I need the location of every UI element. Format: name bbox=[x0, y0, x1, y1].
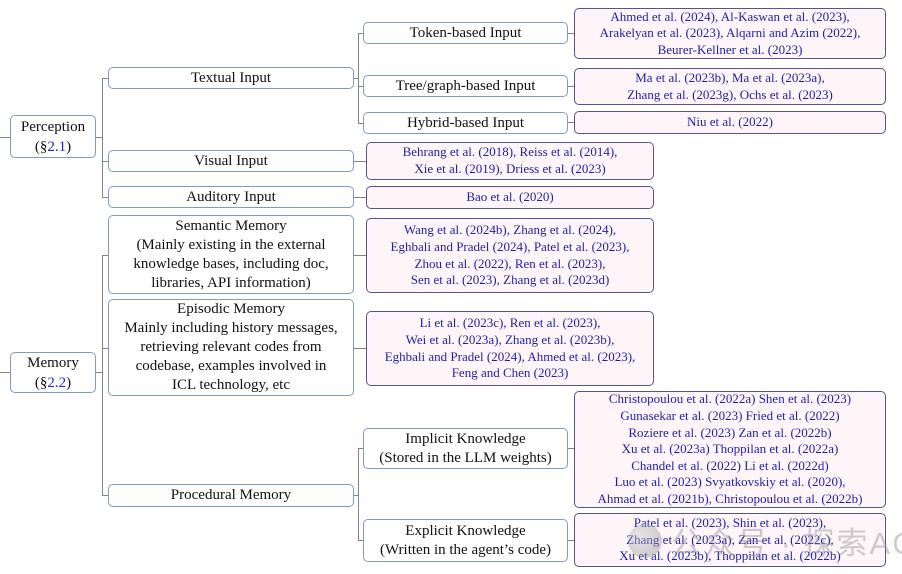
connector-to-hybrid bbox=[358, 123, 364, 124]
connector-memory-trunk bbox=[102, 255, 103, 496]
connector-root-perception bbox=[0, 137, 11, 138]
token-based-input-label: Token-based Input bbox=[409, 24, 522, 41]
connector-to-semantic bbox=[102, 255, 109, 256]
connector-to-auditory bbox=[102, 197, 109, 198]
procedural-memory-label: Procedural Memory bbox=[170, 487, 292, 503]
citations-episodic-memory: Li et al. (2023c), Ren et al. (2023), We… bbox=[366, 311, 654, 386]
citations-visual-input: Behrang et al. (2018), Reiss et al. (201… bbox=[366, 142, 654, 180]
node-tree-graph-based-input: Tree/graph-based Input bbox=[363, 75, 568, 97]
textual-input-label: Textual Input bbox=[190, 69, 272, 86]
citations-token-based-text[interactable]: Ahmed et al. (2024), Al-Kaswan et al. (2… bbox=[599, 8, 861, 57]
connector-to-explicit bbox=[358, 540, 364, 541]
node-textual-input: Textual Input bbox=[108, 67, 354, 89]
connector-to-procedural bbox=[102, 495, 109, 496]
node-perception-label: Perception (§2.1) bbox=[21, 117, 85, 157]
node-memory-label: Memory (§2.2) bbox=[27, 353, 79, 393]
connector-to-implicit bbox=[358, 448, 364, 449]
connector-to-tree bbox=[358, 86, 364, 87]
citations-semantic-memory-text[interactable]: Wang et al. (2024b), Zhang et al. (2024)… bbox=[390, 222, 630, 288]
node-memory: Memory (§2.2) bbox=[10, 352, 96, 393]
citations-tree-graph-based: Ma et al. (2023b), Ma et al. (2023a), Zh… bbox=[574, 68, 886, 105]
node-explicit-knowledge: Explicit Knowledge (Written in the agent… bbox=[363, 519, 568, 562]
perception-sec-post: ) bbox=[66, 138, 72, 155]
implicit-knowledge-label: Implicit Knowledge (Stored in the LLM we… bbox=[379, 430, 552, 466]
citations-implicit-knowledge: Christopoulou et al. (2022a) Shen et al.… bbox=[574, 391, 886, 508]
perception-section-link[interactable]: 2.1 bbox=[47, 138, 67, 155]
citations-implicit-knowledge-text[interactable]: Christopoulou et al. (2022a) Shen et al.… bbox=[597, 391, 863, 506]
citations-hybrid-based: Niu et al. (2022) bbox=[574, 111, 886, 134]
memory-title: Memory bbox=[27, 354, 79, 371]
connector-tree-citations bbox=[568, 86, 575, 87]
connector-perception-trunk bbox=[102, 78, 103, 198]
node-perception: Perception (§2.1) bbox=[10, 115, 96, 158]
citations-tree-graph-based-text[interactable]: Ma et al. (2023b), Ma et al. (2023a), Zh… bbox=[627, 69, 833, 102]
citations-hybrid-based-text[interactable]: Niu et al. (2022) bbox=[687, 114, 773, 130]
connector-perception-out bbox=[96, 137, 103, 138]
connector-visual-citations bbox=[354, 161, 367, 162]
citations-explicit-knowledge: Patel et al. (2023), Shin et al. (2023),… bbox=[574, 513, 886, 567]
citations-semantic-memory: Wang et al. (2024b), Zhang et al. (2024)… bbox=[366, 218, 654, 293]
node-implicit-knowledge: Implicit Knowledge (Stored in the LLM we… bbox=[363, 428, 568, 469]
citations-auditory-input-text[interactable]: Bao et al. (2020) bbox=[466, 189, 554, 205]
connector-to-textual bbox=[102, 78, 109, 79]
citations-token-based: Ahmed et al. (2024), Al-Kaswan et al. (2… bbox=[574, 8, 886, 59]
connector-hybrid-citations bbox=[568, 122, 575, 123]
perception-sec-pre: (§ bbox=[34, 138, 48, 155]
node-semantic-memory: Semantic Memory (Mainly existing in the … bbox=[108, 215, 354, 294]
semantic-memory-label: Semantic Memory (Mainly existing in the … bbox=[133, 217, 329, 291]
node-procedural-memory: Procedural Memory bbox=[108, 484, 354, 507]
visual-input-label: Visual Input bbox=[194, 152, 268, 169]
episodic-memory-label: Episodic Memory Mainly including history… bbox=[124, 301, 338, 393]
memory-sec-pre: (§ bbox=[34, 374, 48, 391]
citations-visual-input-text[interactable]: Behrang et al. (2018), Reiss et al. (201… bbox=[402, 144, 618, 176]
citations-auditory-input: Bao et al. (2020) bbox=[366, 186, 654, 209]
connector-root-memory bbox=[0, 372, 11, 373]
citations-explicit-knowledge-text[interactable]: Patel et al. (2023), Shin et al. (2023),… bbox=[619, 515, 841, 564]
memory-section-link[interactable]: 2.2 bbox=[47, 374, 67, 391]
node-token-based-input: Token-based Input bbox=[363, 22, 568, 44]
auditory-input-label: Auditory Input bbox=[186, 188, 276, 205]
connector-memory-out bbox=[96, 372, 103, 373]
connector-textual-trunk bbox=[358, 33, 359, 123]
explicit-knowledge-label: Explicit Knowledge (Written in the agent… bbox=[380, 522, 551, 558]
connector-semantic-citations bbox=[354, 255, 367, 256]
node-hybrid-based-input: Hybrid-based Input bbox=[363, 112, 568, 134]
connector-to-episodic bbox=[102, 348, 109, 349]
connector-token-citations bbox=[568, 33, 575, 34]
memory-sec-post: ) bbox=[66, 374, 72, 391]
node-episodic-memory: Episodic Memory Mainly including history… bbox=[108, 299, 354, 396]
connector-episodic-citations bbox=[354, 348, 367, 349]
node-auditory-input: Auditory Input bbox=[108, 186, 354, 208]
connector-procedural-trunk bbox=[358, 448, 359, 541]
tree-graph-based-input-label: Tree/graph-based Input bbox=[395, 77, 536, 94]
connector-implicit-citations bbox=[568, 448, 575, 449]
node-visual-input: Visual Input bbox=[108, 150, 354, 172]
connector-explicit-citations bbox=[568, 540, 575, 541]
connector-textual-out bbox=[354, 78, 359, 79]
connector-procedural-out bbox=[354, 495, 359, 496]
hybrid-based-input-label: Hybrid-based Input bbox=[406, 114, 525, 131]
connector-to-token bbox=[358, 33, 364, 34]
connector-auditory-citations bbox=[354, 197, 367, 198]
perception-title: Perception bbox=[20, 118, 86, 135]
citations-episodic-memory-text[interactable]: Li et al. (2023c), Ren et al. (2023), We… bbox=[384, 315, 636, 381]
connector-to-visual bbox=[102, 161, 109, 162]
